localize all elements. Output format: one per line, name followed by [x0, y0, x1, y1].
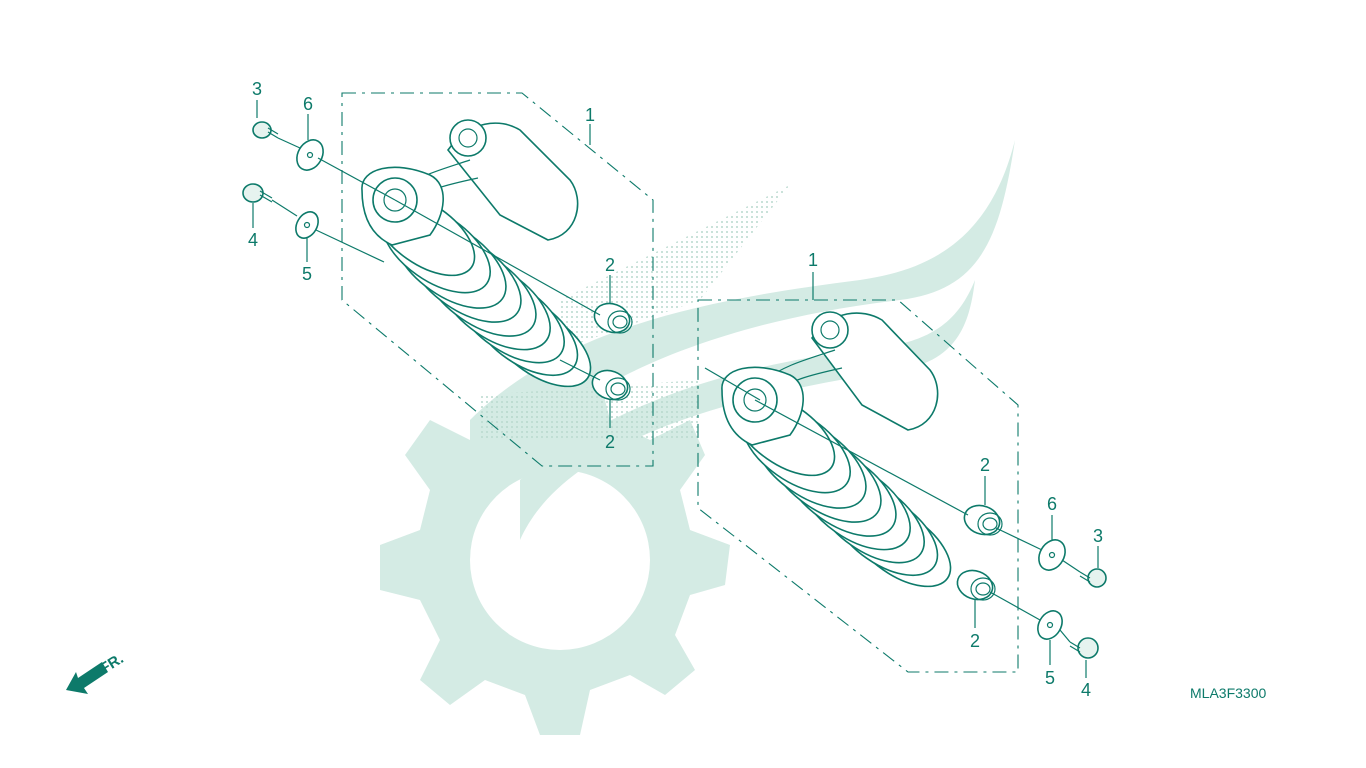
right-shock-assembly: 1 2 2 3 4 5 6	[697, 250, 1107, 700]
diagram-code: MLA3F3300	[1190, 685, 1266, 701]
left-washer-5	[295, 211, 319, 239]
callout-3-left: 3	[252, 79, 262, 99]
callout-5-right: 5	[1045, 668, 1055, 688]
left-bolt-4	[242, 183, 273, 203]
callout-4-right: 4	[1081, 680, 1091, 700]
right-washer-5	[1037, 610, 1063, 640]
right-upper-mount	[721, 366, 804, 446]
left-upper-mount	[361, 166, 444, 246]
watermark-brand-text: HONDA	[501, 390, 670, 442]
left-bolt-3	[252, 121, 279, 139]
left-bushing-upper	[593, 302, 633, 334]
left-leader-lines	[252, 100, 611, 428]
right-bushing-upper	[963, 504, 1003, 536]
left-assembly-boundary	[341, 92, 654, 467]
right-callouts: 1 2 2 3 4 5 6	[808, 250, 1103, 700]
callout-6-left: 6	[303, 94, 313, 114]
callout-1-left: 1	[585, 105, 595, 125]
callout-2-right-lower: 2	[970, 631, 980, 651]
left-washer-6	[296, 139, 324, 171]
left-callouts: 1 2 2 3 4 5 6	[248, 79, 615, 452]
left-reservoir	[399, 119, 579, 241]
callout-1-right: 1	[808, 250, 818, 270]
right-leader-lines	[704, 272, 1099, 678]
callout-4-left: 4	[248, 230, 258, 250]
front-direction-arrow-icon	[66, 662, 108, 694]
left-shock-assembly: 1 2 2 3 4 5 6	[242, 79, 654, 467]
callout-2-left-upper: 2	[605, 255, 615, 275]
right-bolt-4	[1069, 637, 1099, 659]
callout-3-right: 3	[1093, 526, 1103, 546]
callout-2-left-lower: 2	[605, 432, 615, 452]
callout-6-right: 6	[1047, 494, 1057, 514]
right-reservoir	[764, 311, 939, 431]
left-bushing-lower	[591, 369, 631, 401]
right-bushing-lower	[956, 569, 996, 601]
callout-5-left: 5	[302, 264, 312, 284]
callout-2-right-upper: 2	[980, 455, 990, 475]
front-direction-indicator: FR.	[66, 650, 127, 694]
right-bolt-3	[1079, 568, 1107, 588]
right-washer-6	[1038, 539, 1066, 571]
